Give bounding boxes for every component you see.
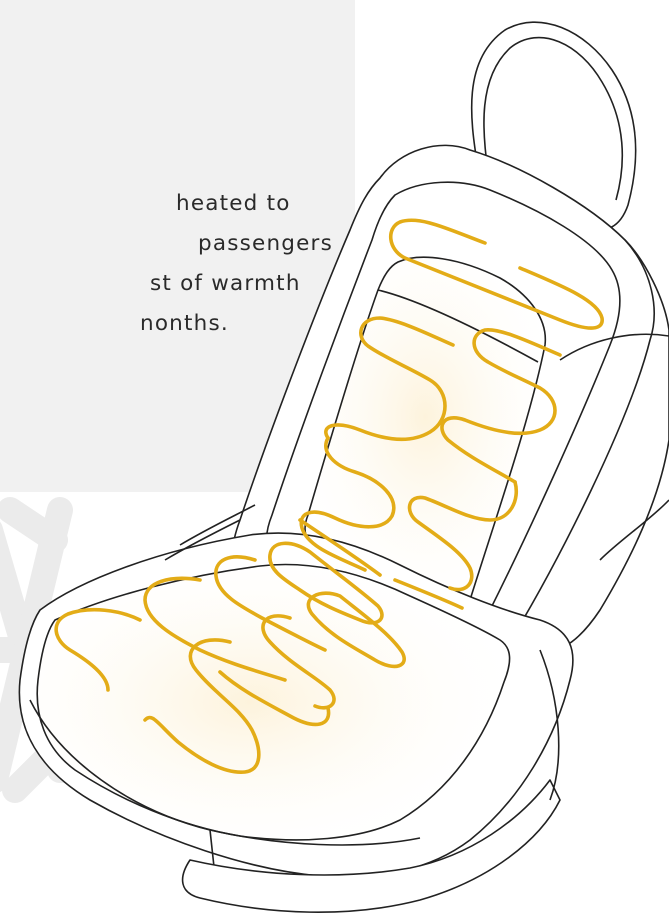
car-seat-illustration	[0, 0, 669, 921]
heated-seat-graphic: heated to passengers st of warmth nonths…	[0, 0, 669, 921]
